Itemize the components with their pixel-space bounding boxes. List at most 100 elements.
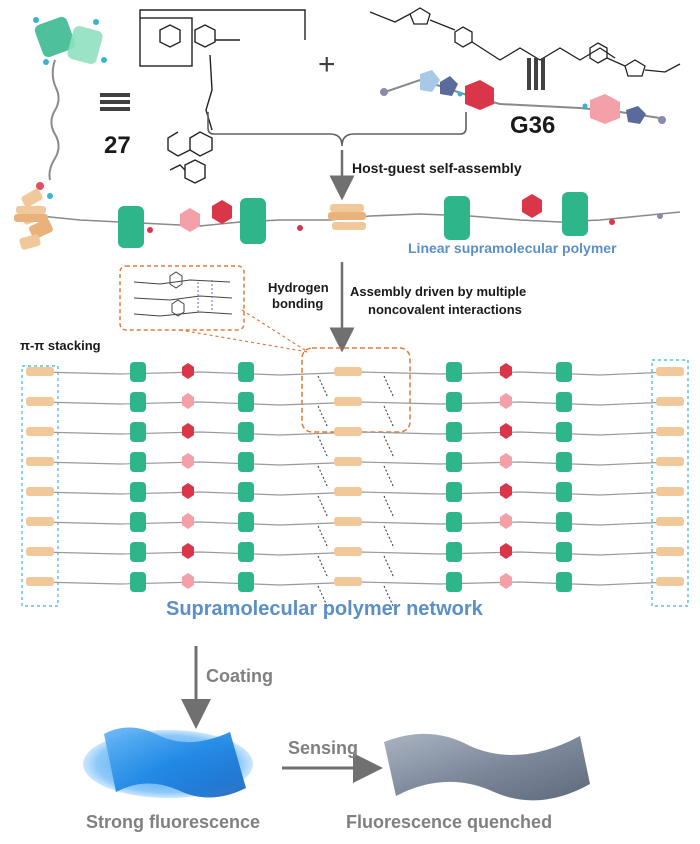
coating-label: Coating xyxy=(206,666,273,686)
guest-unit xyxy=(500,573,512,589)
assembly-label-2: noncovalent interactions xyxy=(368,302,522,317)
host-macrocycle xyxy=(556,452,572,472)
network-row xyxy=(26,572,684,609)
phenanthrene-unit xyxy=(334,487,362,496)
phenanthrene-unit xyxy=(656,547,684,556)
hbond-label-2: bonding xyxy=(272,296,324,311)
host-macrocycle xyxy=(556,392,572,412)
host-27-structure xyxy=(139,9,306,184)
host-macrocycle xyxy=(238,362,254,382)
hbond-link xyxy=(317,585,329,609)
network-row xyxy=(26,392,684,429)
network-row xyxy=(26,542,684,579)
phenanthrene-unit xyxy=(334,547,362,556)
sensing-label: Sensing xyxy=(288,738,359,758)
phenanthrene-unit xyxy=(334,577,362,586)
phenanthrene-unit xyxy=(334,457,362,466)
host-macrocycle xyxy=(130,422,146,442)
host-macrocycle xyxy=(556,512,572,532)
phenanthrene-unit xyxy=(26,487,54,496)
network-label: Supramolecular polymer network xyxy=(166,598,483,620)
guest-unit xyxy=(182,363,194,379)
network-row xyxy=(26,482,684,519)
guest-unit xyxy=(182,483,194,499)
reactants-bracket xyxy=(207,112,467,147)
phenanthrene-unit xyxy=(656,457,684,466)
strong-fluorescence-label: Strong fluorescence xyxy=(86,812,261,832)
guest-unit xyxy=(500,393,512,409)
guest-unit xyxy=(500,423,512,439)
hbond-link xyxy=(383,465,395,489)
phenanthrene-unit xyxy=(26,427,54,436)
hbond-link xyxy=(317,555,329,579)
phenanthrene-unit xyxy=(26,577,54,586)
guest-unit xyxy=(500,363,512,379)
host-macrocycle xyxy=(446,452,462,472)
hbond-link xyxy=(317,435,329,459)
hbond-link xyxy=(317,375,329,399)
phenanthrene-unit xyxy=(26,367,54,376)
guest-unit xyxy=(182,573,194,589)
host-macrocycle xyxy=(446,542,462,562)
phenanthrene-unit xyxy=(656,487,684,496)
host-macrocycle xyxy=(446,512,462,532)
phenanthrene-unit xyxy=(334,427,362,436)
host-macrocycle xyxy=(238,512,254,532)
guest-unit xyxy=(500,543,512,559)
pi-stacking-label: π-π stacking xyxy=(20,338,101,353)
hbond-link xyxy=(383,405,395,429)
host-macrocycle xyxy=(446,482,462,502)
guest-g36-cartoon xyxy=(380,70,666,124)
polymer-network xyxy=(21,347,689,609)
host-macrocycle xyxy=(446,422,462,442)
guest-unit xyxy=(182,423,194,439)
host-macrocycle xyxy=(130,452,146,472)
host-macrocycle xyxy=(130,542,146,562)
host-macrocycle xyxy=(238,572,254,592)
network-row xyxy=(26,512,684,549)
network-row xyxy=(26,362,684,399)
hbond-inset xyxy=(119,265,309,353)
phenanthrene-unit xyxy=(26,457,54,466)
phenanthrene-unit xyxy=(656,517,684,526)
guest-unit xyxy=(500,453,512,469)
phenanthrene-unit xyxy=(26,397,54,406)
host-macrocycle xyxy=(238,452,254,472)
hbond-link xyxy=(317,525,329,549)
plus-sign: + xyxy=(318,48,336,81)
hbond-link xyxy=(317,465,329,489)
phenanthrene-unit xyxy=(656,397,684,406)
network-row xyxy=(26,422,684,459)
phenanthrene-unit xyxy=(334,397,362,406)
host-macrocycle xyxy=(238,422,254,442)
host-macrocycle xyxy=(238,482,254,502)
host-macrocycle xyxy=(238,392,254,412)
hbond-link xyxy=(383,495,395,519)
host-macrocycle xyxy=(130,362,146,382)
hbond-link xyxy=(317,405,329,429)
phenanthrene-unit xyxy=(26,517,54,526)
guest-unit xyxy=(182,543,194,559)
hbond-link xyxy=(317,495,329,519)
host-macrocycle xyxy=(446,362,462,382)
film-strong-fluorescence xyxy=(83,727,253,798)
step-host-guest-label: Host-guest self-assembly xyxy=(352,160,522,176)
host-macrocycle xyxy=(130,512,146,532)
host-macrocycle xyxy=(446,572,462,592)
hbond-link xyxy=(383,375,395,399)
host-macrocycle xyxy=(556,362,572,382)
linear-polymer xyxy=(14,192,681,248)
host-macrocycle xyxy=(130,572,146,592)
hbond-link xyxy=(383,525,395,549)
hbond-label-1: Hydrogen xyxy=(268,280,329,295)
phenanthrene-unit xyxy=(656,367,684,376)
host-macrocycle xyxy=(556,422,572,442)
guest-unit xyxy=(182,513,194,529)
triple-bars xyxy=(527,58,545,90)
guest-name-label: G36 xyxy=(510,112,556,139)
phenanthrene-unit xyxy=(334,517,362,526)
quenched-label: Fluorescence quenched xyxy=(346,812,553,832)
phenanthrene-unit xyxy=(656,577,684,586)
